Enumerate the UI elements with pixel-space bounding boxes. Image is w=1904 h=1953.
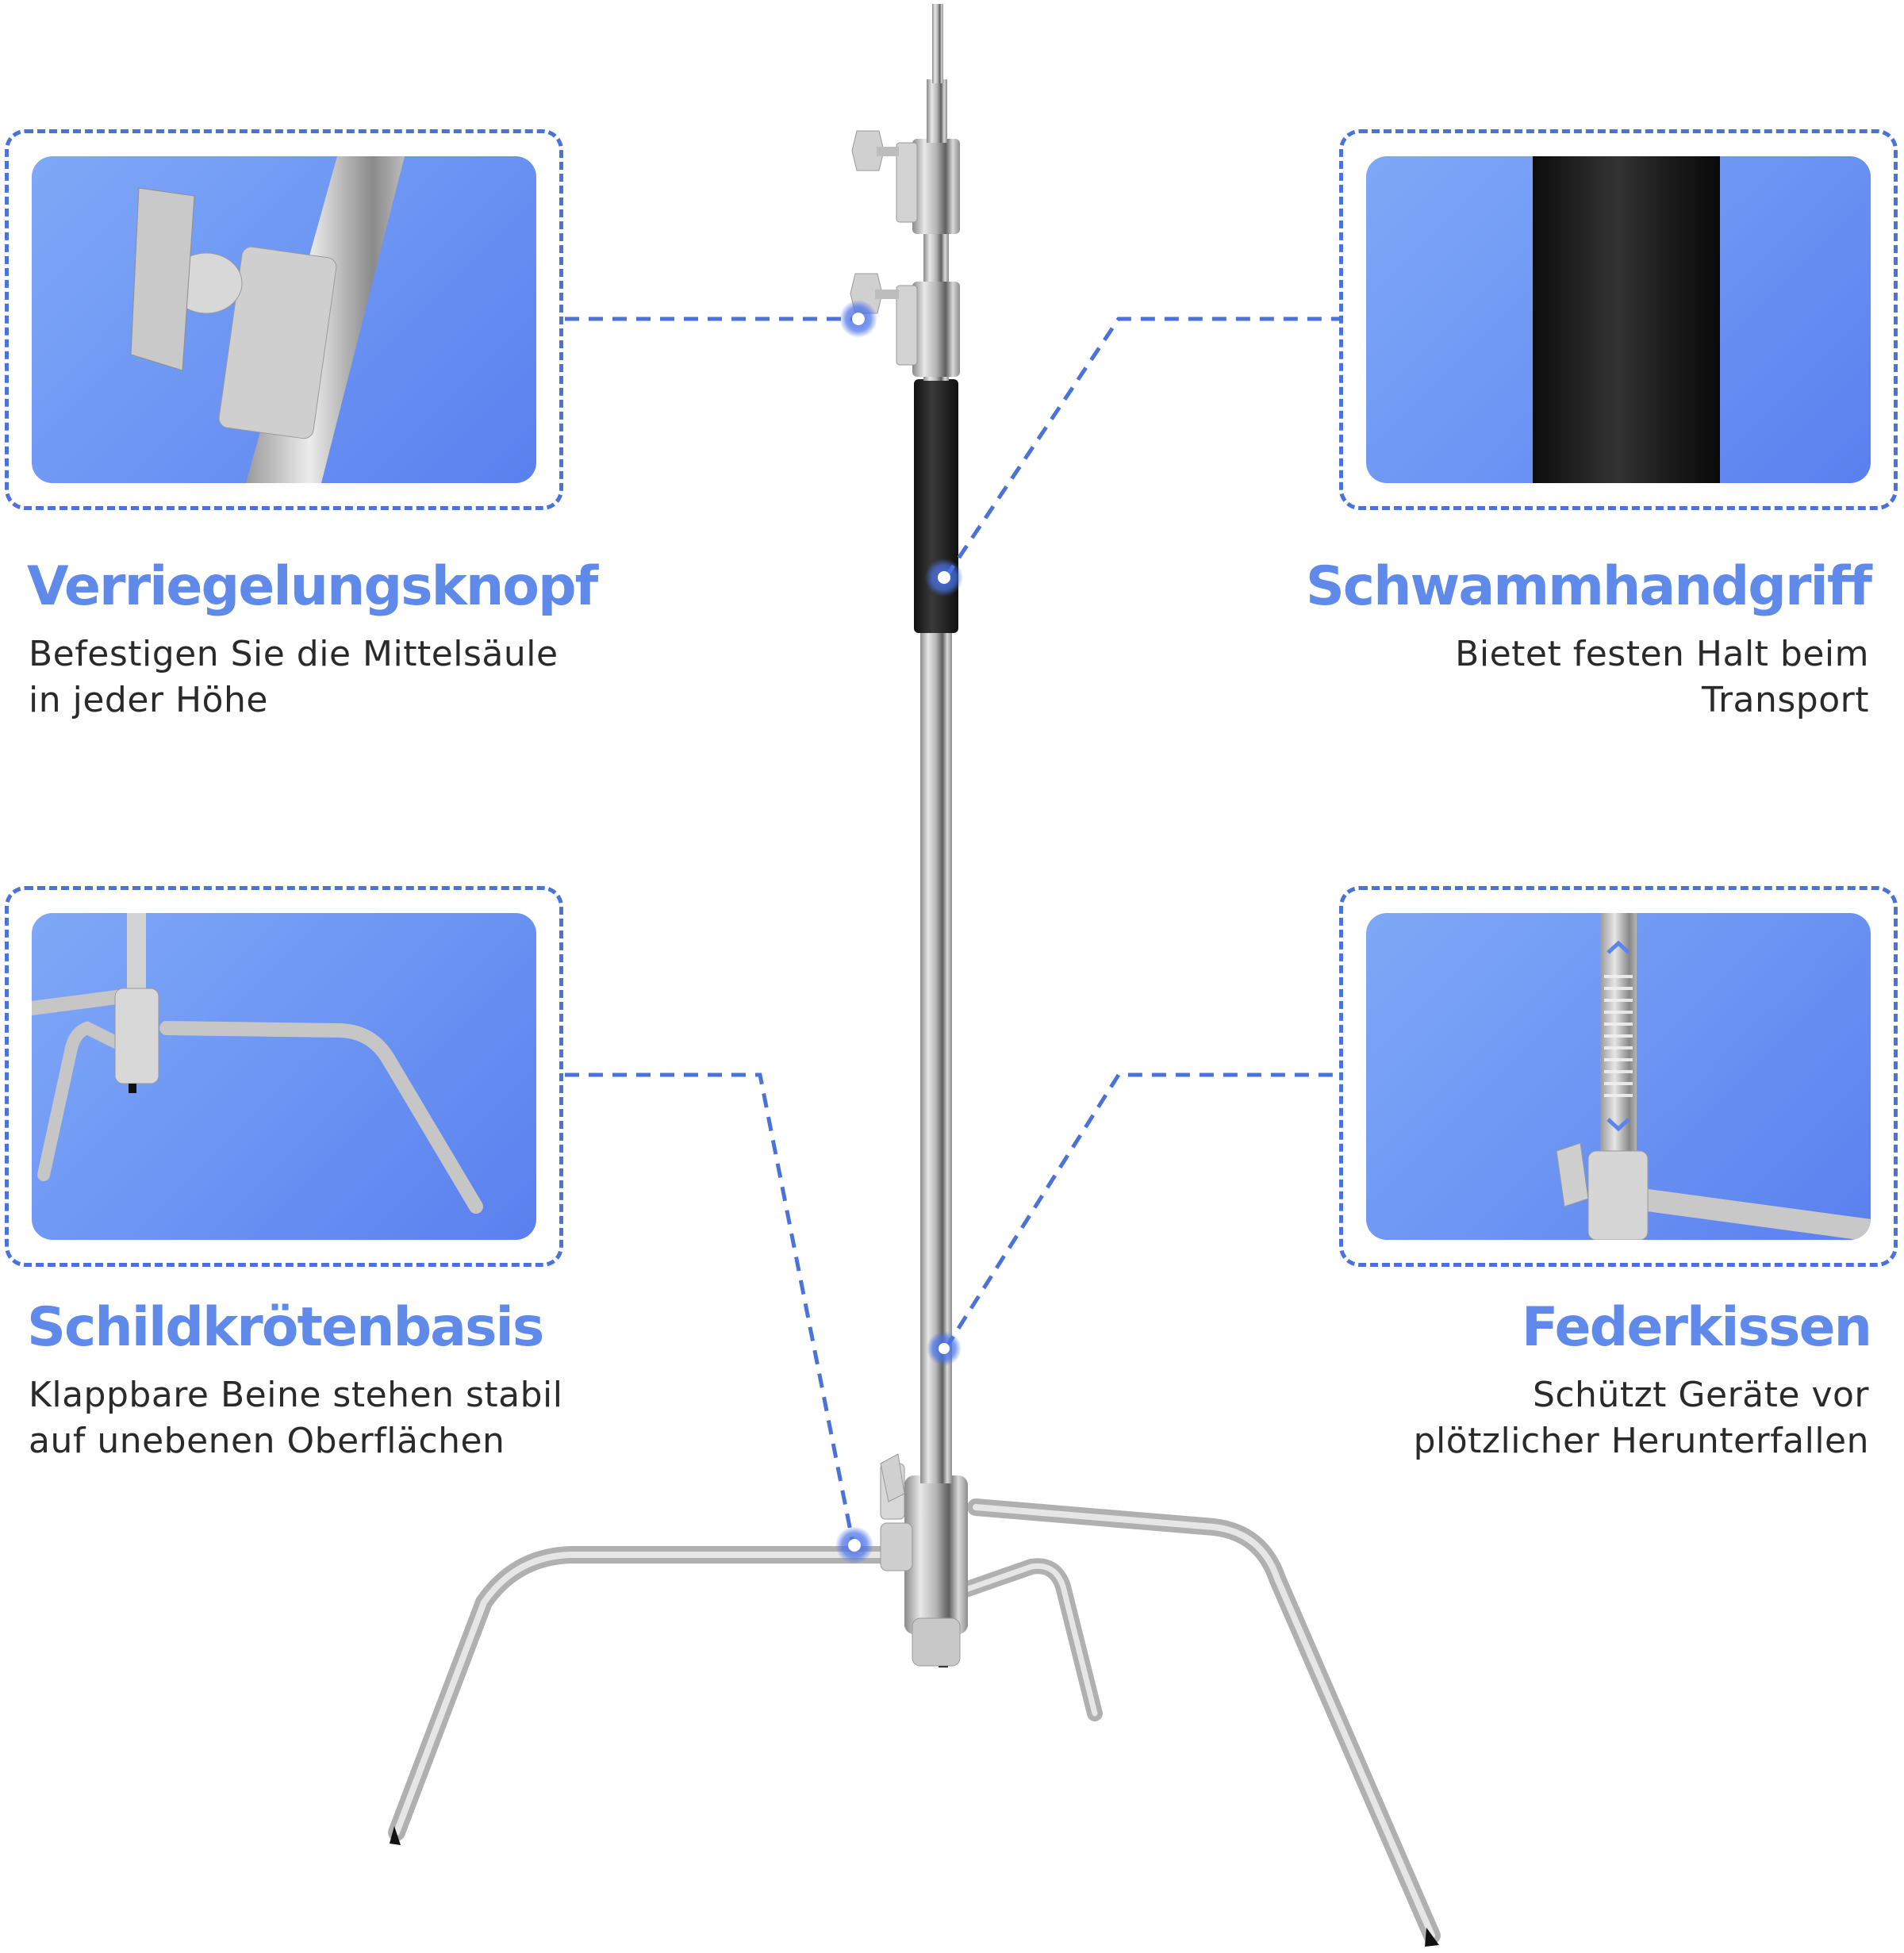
locking-knob-closeup-image xyxy=(32,156,536,483)
foam-grip-icon xyxy=(1533,156,1720,483)
feature-description: Bietet festen Halt beim Transport xyxy=(1455,634,1869,720)
turtle-base-closeup-image xyxy=(32,913,536,1240)
spring-cushion-icon xyxy=(1556,913,1871,1240)
base-hub xyxy=(880,1463,968,1667)
feature-description: Schützt Geräte vor plötzlicher Herunterf… xyxy=(1413,1375,1869,1461)
spring-cushion-closeup-image xyxy=(1366,913,1871,1240)
feature-title: Schildkrötenbasis xyxy=(27,1296,544,1359)
callout-dots xyxy=(835,300,963,1564)
locking-knob-icon xyxy=(130,156,405,483)
callout-connectors xyxy=(565,317,1339,1544)
foam-grip-closeup-image xyxy=(1366,156,1871,483)
feature-title: Schwammhandgriff xyxy=(1305,555,1872,618)
feature-title: Verriegelungsknopf xyxy=(27,555,598,618)
stand-legs xyxy=(388,1498,1441,1944)
feature-title: Federkissen xyxy=(1521,1296,1872,1359)
turtle-base-icon xyxy=(32,913,483,1214)
feature-description: Befestigen Sie die Mittelsäule in jeder … xyxy=(29,634,559,720)
feature-description: Klappbare Beine stehen stabil auf uneben… xyxy=(29,1375,563,1461)
